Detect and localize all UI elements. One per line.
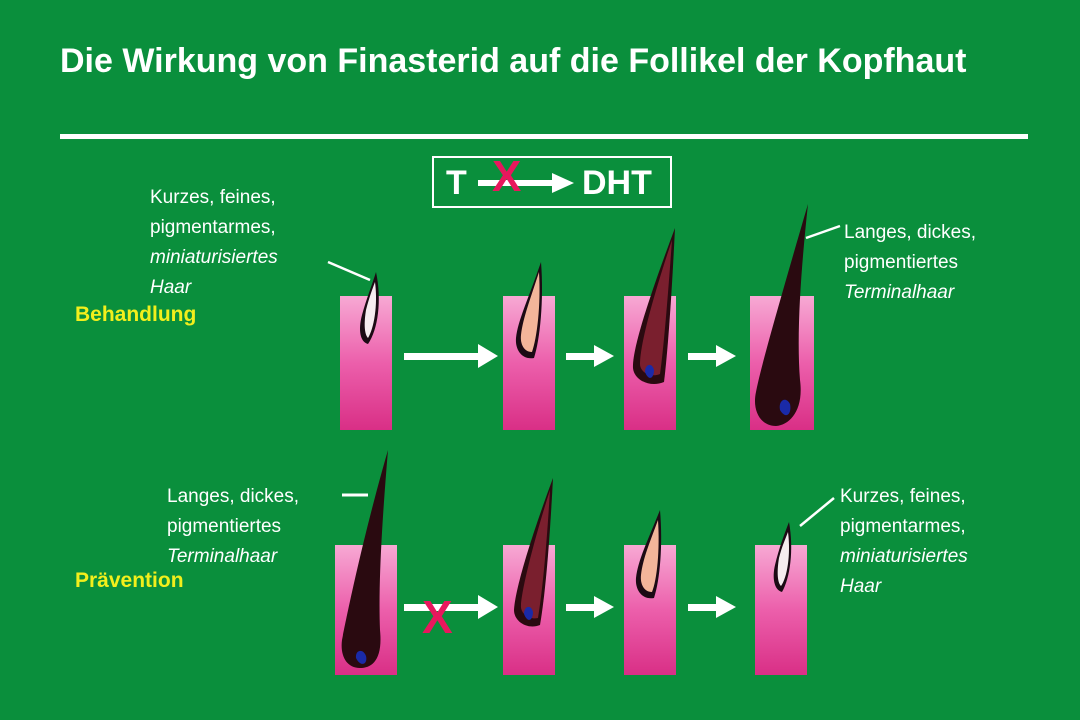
dht-label: DHT: [582, 164, 652, 202]
note-line: miniaturisiertes: [150, 247, 278, 268]
testosterone-label: T: [446, 164, 467, 202]
prevention-start-note: Langes, dickes, pigmentiertes Terminalha…: [167, 482, 299, 572]
hair-growing-medium: [632, 228, 675, 385]
treatment-label: Behandlung: [75, 303, 197, 326]
note-line: Kurzes, feines,: [840, 486, 966, 507]
note-line: Haar: [840, 576, 882, 597]
progression-arrow-icon: [566, 596, 614, 618]
page-title: Die Wirkung von Finasterid auf die Folli…: [60, 42, 967, 80]
title-rule: [60, 134, 1028, 139]
blocked-conversion-mark: X: [492, 152, 522, 201]
hair-miniaturized: [360, 272, 379, 344]
progression-arrow-icon: [404, 344, 498, 368]
hair-growing-light: [515, 262, 543, 359]
note-line: pigmentarmes,: [150, 217, 276, 238]
hair-regressing-medium: [514, 478, 553, 627]
pointer-line: [799, 497, 835, 527]
prevention-label: Prävention: [75, 569, 184, 592]
progression-arrow-icon: [688, 596, 736, 618]
note-line: Haar: [150, 277, 192, 298]
note-line: pigmentiertes: [844, 252, 959, 273]
note-line: Terminalhaar: [844, 282, 955, 303]
note-line: miniaturisiertes: [840, 546, 968, 567]
blocked-progression-mark: X: [422, 591, 453, 643]
pointer-line: [805, 224, 841, 240]
hair-miniaturized: [773, 522, 792, 592]
progression-arrow-icon: [566, 345, 614, 367]
note-line: Langes, dickes,: [844, 222, 977, 243]
note-line: pigmentiertes: [167, 516, 282, 537]
prevention-end-note: Kurzes, feines, pigmentarmes, miniaturis…: [840, 482, 968, 602]
note-line: Terminalhaar: [167, 546, 278, 567]
conversion-formula-box: T X DHT: [432, 152, 672, 208]
hair-terminal: [341, 450, 388, 668]
progression-arrow-icon: [688, 345, 736, 367]
hair-terminal: [754, 204, 808, 426]
pointer-line: [327, 260, 371, 282]
note-line: Langes, dickes,: [167, 486, 300, 507]
treatment-end-note: Langes, dickes, pigmentiertes Terminalha…: [844, 218, 976, 308]
hair-regressing-light: [635, 510, 662, 599]
treatment-start-note: Kurzes, feines, pigmentarmes, miniaturis…: [150, 183, 278, 303]
note-line: pigmentarmes,: [840, 516, 966, 537]
conversion-arrow-icon: [478, 173, 574, 193]
progression-arrow-icon: [404, 595, 498, 619]
note-line: Kurzes, feines,: [150, 187, 276, 208]
